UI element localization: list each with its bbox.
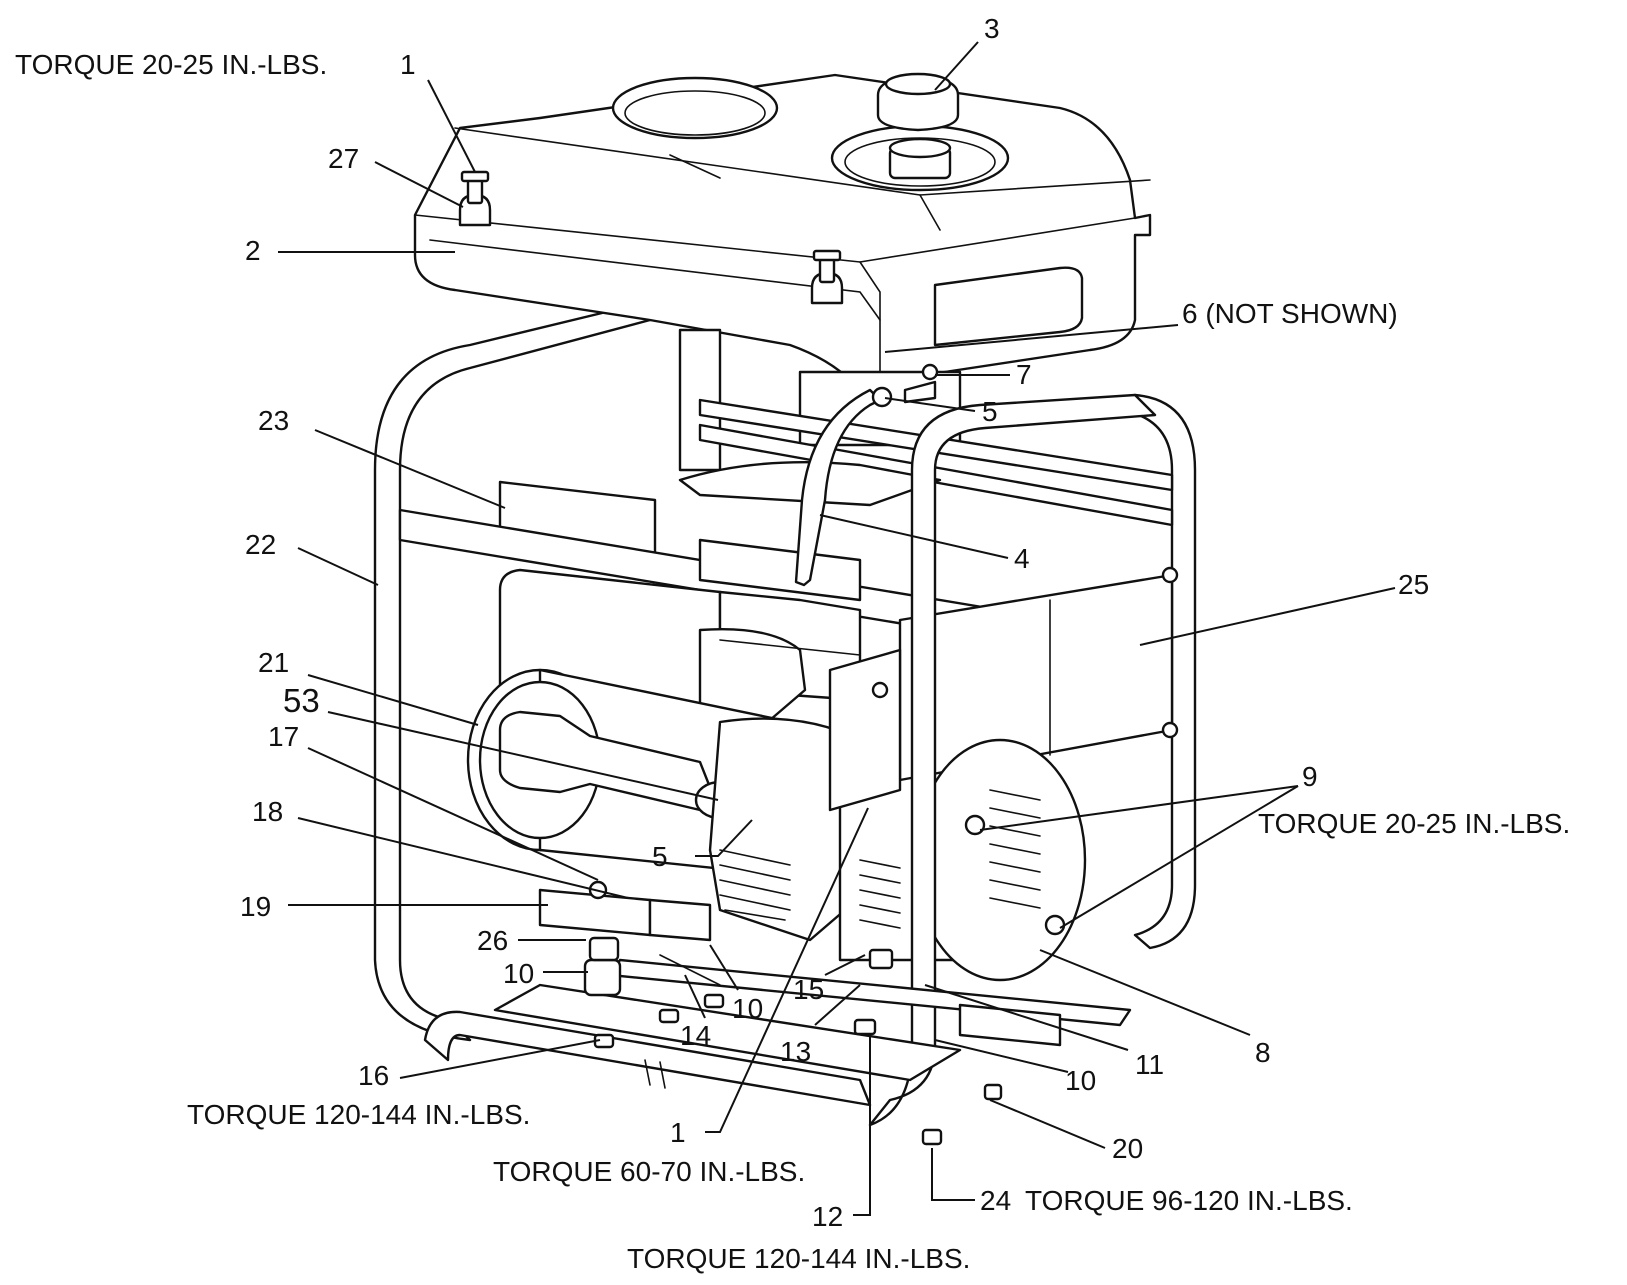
frame-front-tube xyxy=(423,393,1157,1127)
leader-24 xyxy=(931,1148,975,1201)
torque-label-1: TORQUE 60-70 IN.-LBS. xyxy=(493,1156,805,1187)
leader-1-bottom xyxy=(705,807,869,1133)
leader-53 xyxy=(327,711,719,801)
leader-14 xyxy=(684,974,706,1019)
leader-4 xyxy=(819,514,1009,559)
callout-12: 12 xyxy=(812,1201,843,1232)
callout-10-b: 10 xyxy=(732,993,763,1024)
base-rails xyxy=(493,880,1132,1146)
leader-27 xyxy=(374,161,464,208)
torque-label-top: TORQUE 20-25 IN.-LBS. xyxy=(15,49,327,80)
callout-8: 8 xyxy=(1255,1037,1271,1068)
leader-16 xyxy=(399,1039,601,1079)
torque-label-16: TORQUE 120-144 IN.-LBS. xyxy=(187,1099,530,1130)
leader-25 xyxy=(1139,587,1396,646)
callout-21: 21 xyxy=(258,647,289,678)
callout-13: 13 xyxy=(780,1036,811,1067)
callout-27: 27 xyxy=(328,143,359,174)
callout-7: 7 xyxy=(1016,359,1032,390)
callout-9: 9 xyxy=(1302,761,1318,792)
leader-15 xyxy=(824,954,866,976)
leader-21 xyxy=(307,674,479,726)
leader-lines xyxy=(278,41,1396,1216)
callout-23: 23 xyxy=(258,405,289,436)
callout-6: 6 (NOT SHOWN) xyxy=(1182,298,1398,329)
callout-3: 3 xyxy=(984,13,1000,44)
callout-1-top: 1 xyxy=(400,49,416,80)
frame-rear-tube xyxy=(373,303,1197,1042)
tank-bracket-left xyxy=(458,170,492,227)
callout-17: 17 xyxy=(268,721,299,752)
leader-5-upper xyxy=(884,397,976,412)
leader-9-b xyxy=(1059,785,1299,929)
callout-4: 4 xyxy=(1014,543,1030,574)
tank-bracket-right xyxy=(810,249,844,305)
fuel-line xyxy=(794,363,939,587)
callout-19: 19 xyxy=(240,891,271,922)
callout-5-lower: 5 xyxy=(652,841,668,872)
torque-label-12: TORQUE 120-144 IN.-LBS. xyxy=(627,1243,970,1274)
control-panel xyxy=(828,566,1179,812)
leader-10-b xyxy=(709,944,739,991)
callout-53: 53 xyxy=(283,682,320,719)
callout-26: 26 xyxy=(477,925,508,956)
callout-14: 14 xyxy=(680,1020,711,1051)
leader-3 xyxy=(934,41,979,91)
fuel-tank xyxy=(413,73,1152,387)
torque-label-24: TORQUE 96-120 IN.-LBS. xyxy=(1025,1185,1353,1216)
engine-side-cover xyxy=(913,738,1087,982)
leader-13 xyxy=(814,984,861,1026)
callout-25: 25 xyxy=(1398,569,1429,600)
leader-23 xyxy=(314,429,506,509)
callout-22: 22 xyxy=(245,529,276,560)
fuel-cap xyxy=(876,72,960,180)
leader-9-a xyxy=(979,785,1299,831)
leader-1-top xyxy=(427,79,476,173)
callout-labels: TORQUE 20-25 IN.-LBS. 1 3 27 2 6 (NOT SH… xyxy=(15,13,1570,1274)
leader-18 xyxy=(297,817,629,899)
leader-12 xyxy=(853,1035,871,1216)
leader-11 xyxy=(924,984,1129,1051)
callout-10-c: 10 xyxy=(1065,1065,1096,1096)
torque-label-9: TORQUE 20-25 IN.-LBS. xyxy=(1258,808,1570,839)
leader-17 xyxy=(307,747,599,881)
leader-10-c xyxy=(934,1039,1069,1073)
leader-5-lower xyxy=(695,819,753,857)
callout-1-bottom: 1 xyxy=(670,1117,686,1148)
leader-8 xyxy=(1039,949,1251,1036)
callout-11: 11 xyxy=(1135,1049,1164,1080)
callout-16: 16 xyxy=(358,1060,389,1091)
leader-22 xyxy=(297,547,379,586)
callout-10-a: 10 xyxy=(503,958,534,989)
callout-18: 18 xyxy=(252,796,283,827)
leader-6 xyxy=(884,324,1179,353)
callout-24: 24 xyxy=(980,1185,1011,1216)
generator-artwork xyxy=(373,72,1197,1146)
callout-2: 2 xyxy=(245,235,261,266)
callout-20: 20 xyxy=(1112,1133,1143,1164)
leader-20 xyxy=(989,1099,1106,1149)
callout-15: 15 xyxy=(793,974,824,1005)
callout-5-upper: 5 xyxy=(982,396,998,427)
